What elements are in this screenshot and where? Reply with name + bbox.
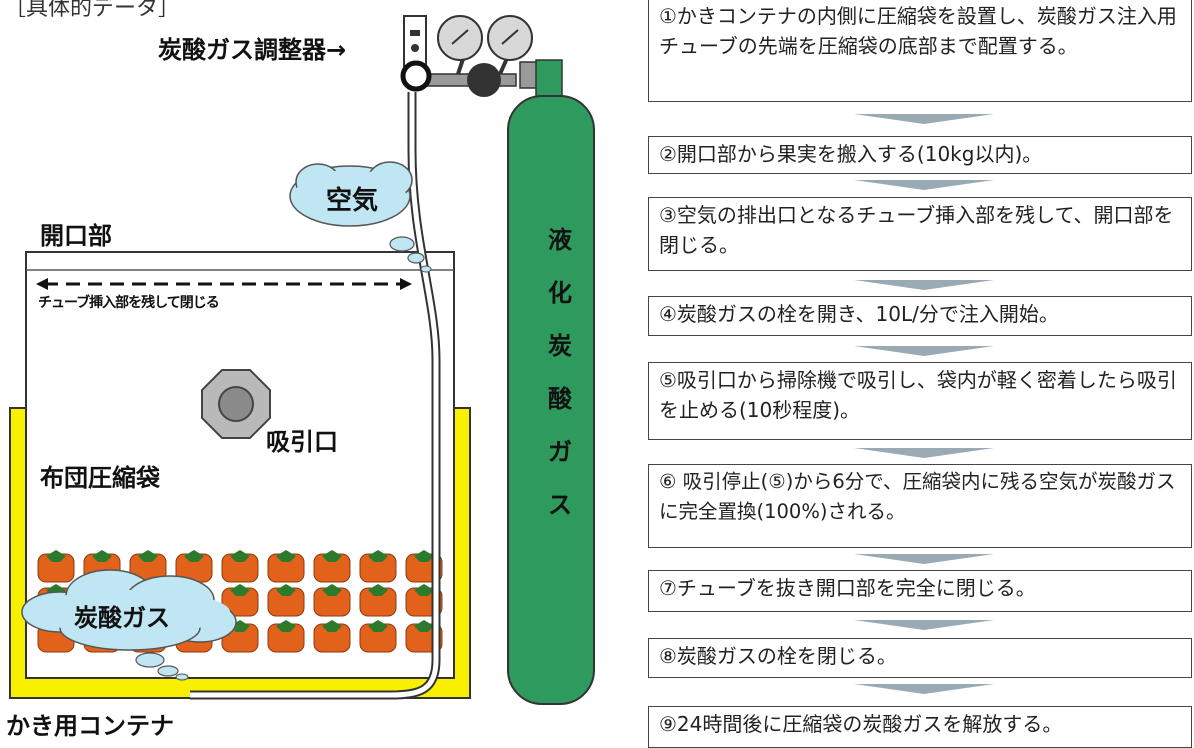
step-arrow (854, 346, 994, 356)
regulator-label: 炭酸ガス調整器→ (158, 36, 347, 64)
persimmon-leaf (230, 550, 250, 562)
step-6: ⑥ 吸引停止(⑤)から6分で、圧縮袋内に残る空気が炭酸ガスに完全置換(100%)… (648, 464, 1192, 548)
persimmon-leaf (322, 584, 342, 596)
persimmon-leaf (322, 550, 342, 562)
air-cloud (289, 161, 432, 273)
step-arrow (854, 448, 994, 458)
step-7: ⑦チューブを抜き開口部を完全に閉じる。 (648, 570, 1192, 612)
step-2: ②開口部から果実を搬入する(10kg以内)。 (648, 136, 1192, 174)
step-3: ③空気の排出口となるチューブ挿入部を残して、開口部を閉じる。 (648, 197, 1192, 271)
persimmon-leaf (276, 620, 296, 632)
suction-port-label: 吸引口 (266, 428, 338, 456)
compression-bag-label: 布団圧縮袋 (40, 464, 160, 492)
persimmon-leaf (414, 550, 434, 562)
step-5: ⑤吸引口から掃除機で吸引し、袋内が軽く密着したら吸引を止める(10秒程度)。 (648, 362, 1192, 440)
suction-port-hole (218, 386, 254, 422)
diagram-graphic (9, 15, 595, 705)
persimmon-leaf (46, 550, 66, 562)
co2-label: 炭酸ガス (74, 604, 170, 632)
persimmon-leaf (368, 550, 388, 562)
container-label: かき用コンテナ (6, 712, 174, 740)
persimmon-leaf (184, 550, 204, 562)
close-arrow-right-head (400, 278, 412, 290)
step-8: ⑧炭酸ガスの栓を閉じる。 (648, 638, 1192, 678)
opening-label: 開口部 (40, 222, 112, 250)
step-9: ⑨24時間後に圧縮袋の炭酸ガスを解放する。 (648, 706, 1192, 748)
co2-cloud (21, 569, 237, 681)
persimmon-leaf (414, 584, 434, 596)
co2-regulator (400, 15, 543, 97)
close-note: チューブ挿入部を残して閉じる (38, 295, 220, 311)
step-arrow (854, 114, 994, 124)
close-arrow-left-head (36, 278, 48, 290)
persimmon-leaf (368, 620, 388, 632)
step-arrow (854, 280, 994, 290)
step-1: ①かきコンテナの内側に圧縮袋を設置し、炭酸ガス注入用チューブの先端を圧縮袋の底部… (648, 0, 1192, 102)
persimmon-leaf (92, 550, 112, 562)
air-label: 空気 (326, 186, 379, 216)
header-label: ［具体的データ］ (4, 0, 181, 21)
step-arrow (854, 180, 994, 190)
step-4: ④炭酸ガスの栓を開き、10L/分で注入開始。 (648, 296, 1192, 336)
persimmon-leaf (138, 550, 158, 562)
persimmon-leaf (276, 550, 296, 562)
step-arrow (854, 684, 994, 694)
cylinder-label: 液化炭酸ガス (548, 226, 572, 519)
co2-cylinder (507, 59, 595, 705)
persimmon-leaf (322, 620, 342, 632)
step-arrow (854, 620, 994, 630)
persimmon-leaf (368, 584, 388, 596)
step-arrow (854, 554, 994, 564)
persimmon-leaf (414, 620, 434, 632)
persimmon-leaf (276, 584, 296, 596)
persimmon-leaf (230, 584, 250, 596)
